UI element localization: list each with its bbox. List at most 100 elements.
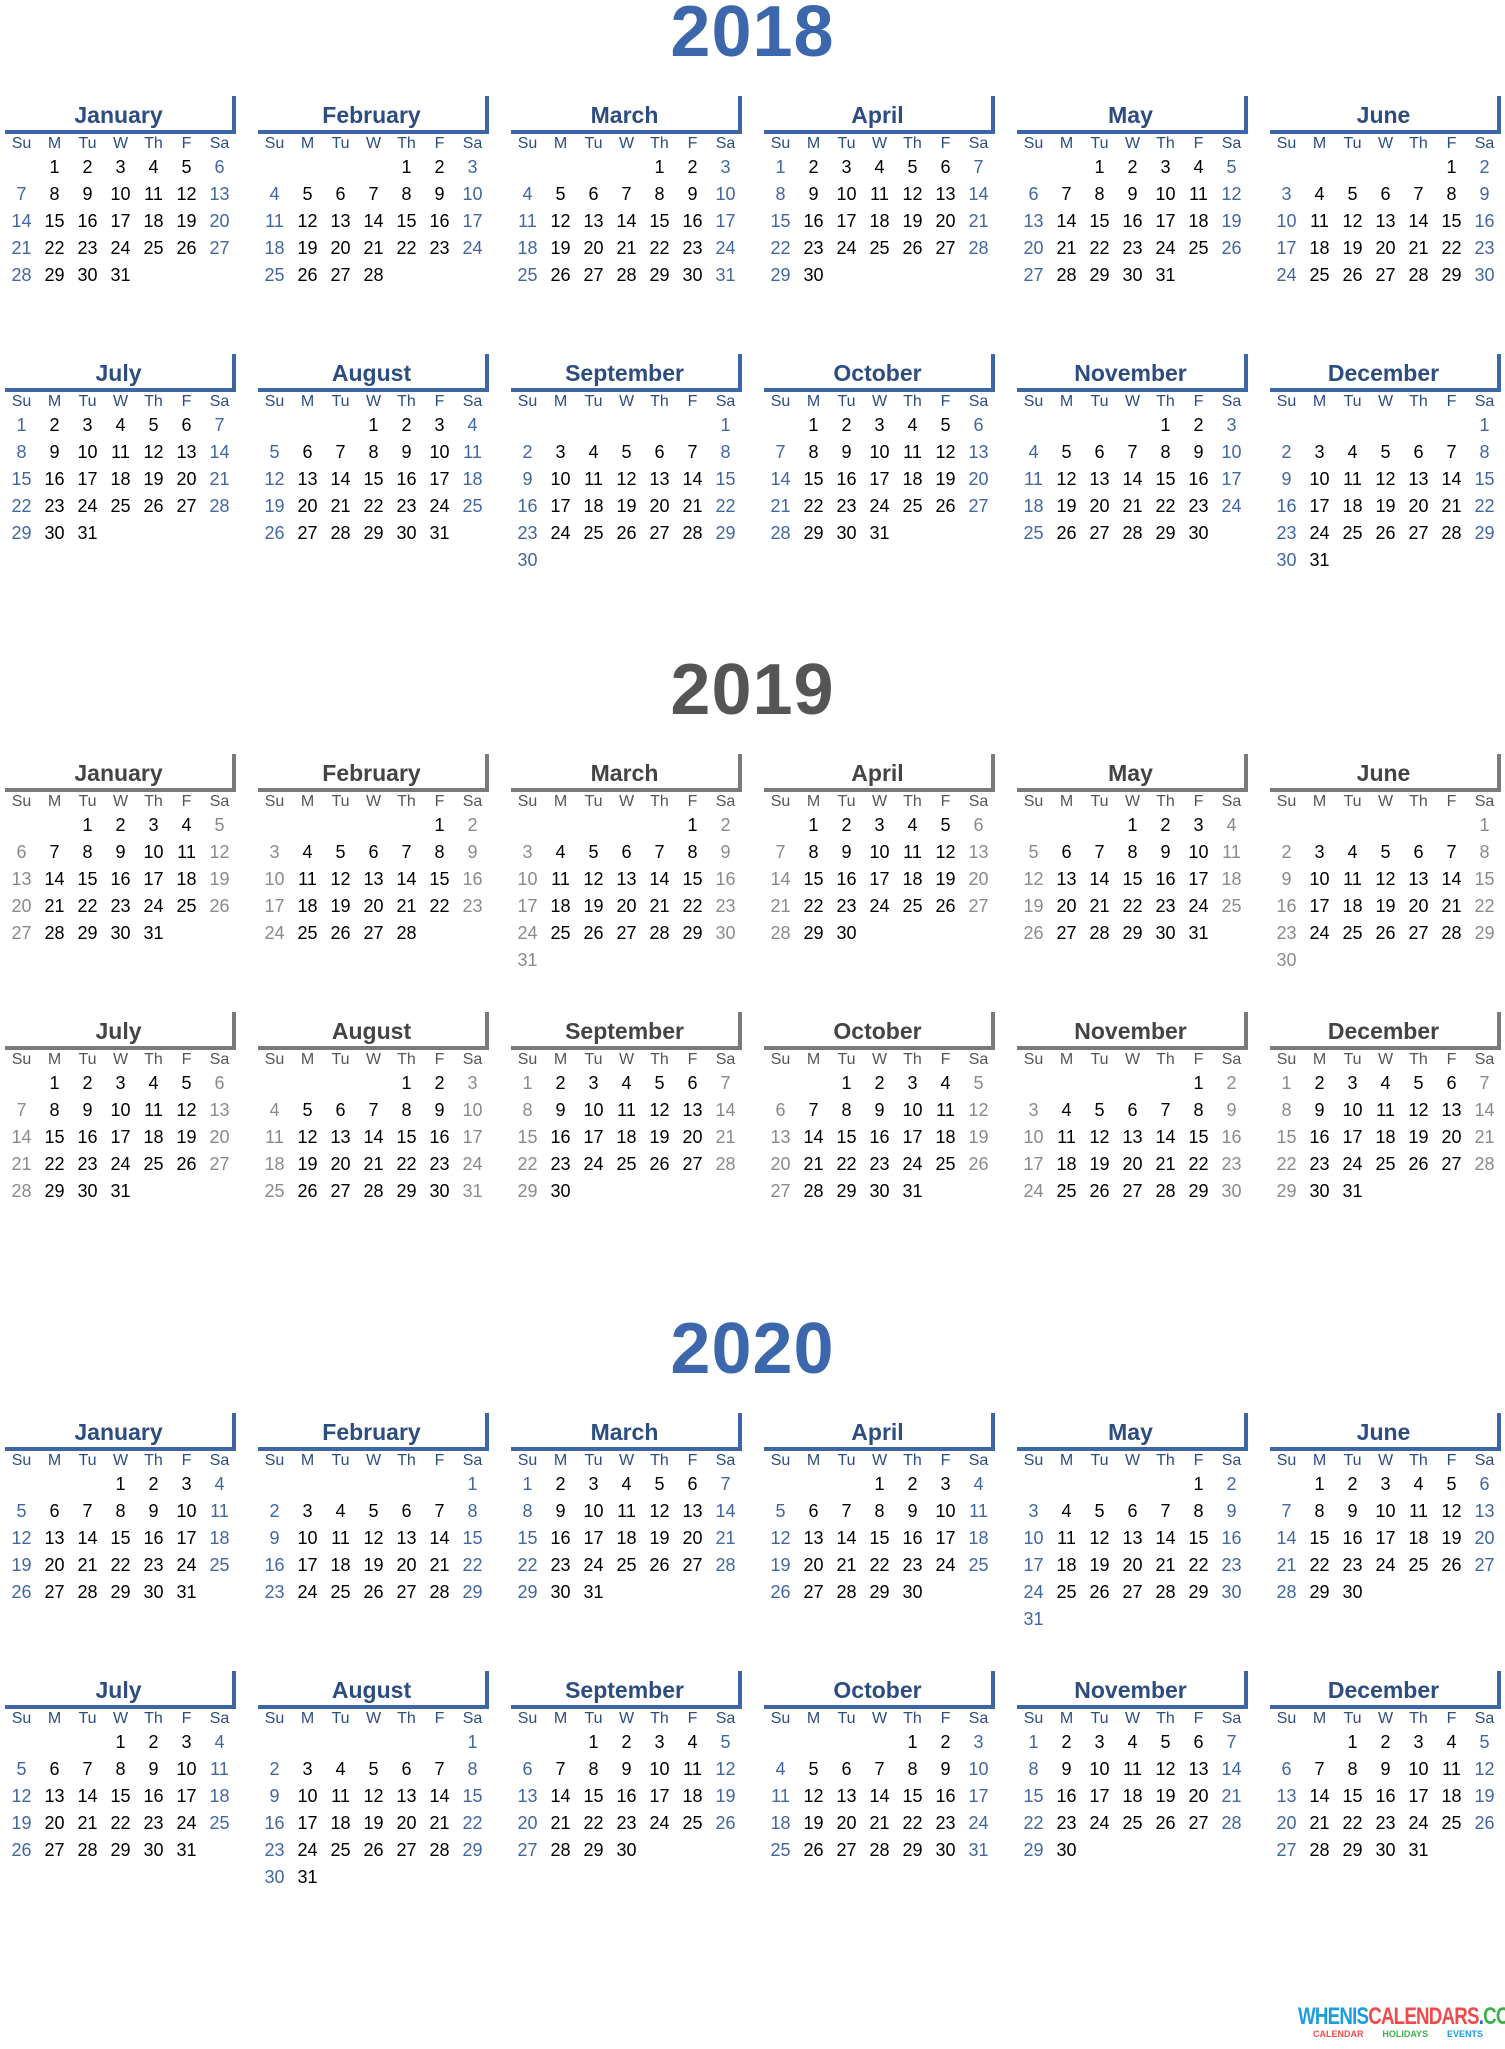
day-cell: 16 xyxy=(462,869,483,889)
weekday-label: F xyxy=(940,1051,951,1068)
day-cell: 7 xyxy=(720,1474,731,1494)
day-cell: 29 xyxy=(1342,1840,1363,1860)
day-cell: 11 xyxy=(1409,1501,1428,1521)
day-cell: 27 xyxy=(1408,923,1429,943)
empty-day-cell xyxy=(1369,1579,1402,1606)
day-cell: 11 xyxy=(210,1501,229,1521)
day-cell: 31 xyxy=(517,950,538,970)
day-cell: 6 xyxy=(973,415,984,435)
day-cell: 20 xyxy=(649,496,670,516)
day-cell: 9 xyxy=(115,842,126,862)
day-cell: 8 xyxy=(522,1501,533,1521)
day-cell: 5 xyxy=(1446,1474,1457,1494)
day-cell: 24 xyxy=(1023,1582,1044,1602)
month-header: February xyxy=(258,1413,489,1451)
empty-day-cell xyxy=(577,1178,610,1205)
day-cell: 4 xyxy=(1446,1732,1457,1752)
day-cell: 15 xyxy=(583,1786,604,1806)
day-cell: 4 xyxy=(214,1474,225,1494)
day-cell: 8 xyxy=(1160,442,1171,462)
month-header: January xyxy=(5,96,236,134)
weekday-label: Tu xyxy=(78,393,97,410)
empty-day-cell xyxy=(423,920,456,947)
month-name: November xyxy=(1074,360,1187,386)
day-cell: 4 xyxy=(1413,1474,1424,1494)
day-cell: 1 xyxy=(874,1474,885,1494)
day-cell: 18 xyxy=(1375,1127,1396,1147)
empty-day-cell xyxy=(1402,547,1435,574)
day-cell: 14 xyxy=(330,469,351,489)
weekday-label: Su xyxy=(264,1051,285,1068)
day-cell: 16 xyxy=(902,1528,923,1548)
day-cell: 19 xyxy=(715,1786,736,1806)
day-cell: 13 xyxy=(1056,869,1077,889)
empty-day-cell xyxy=(1050,1070,1083,1097)
day-cell: 15 xyxy=(715,469,736,489)
day-cell: 14 xyxy=(616,211,637,231)
day-cell: 31 xyxy=(1188,923,1209,943)
weekday-label: Sa xyxy=(1221,393,1242,410)
day-cell: 10 xyxy=(1155,184,1176,204)
day-cell: 6 xyxy=(401,1759,412,1779)
weekday-label: Su xyxy=(1276,135,1297,152)
day-cell: 26 xyxy=(1375,923,1396,943)
day-cell: 24 xyxy=(1342,1154,1363,1174)
day-cell: 26 xyxy=(363,1840,384,1860)
empty-day-cell xyxy=(511,154,544,181)
day-cell: 8 xyxy=(720,442,731,462)
logo-part-com: COM xyxy=(1483,2003,1505,2030)
day-cell: 28 xyxy=(1309,1840,1330,1860)
day-cell: 26 xyxy=(1089,1582,1110,1602)
empty-day-cell xyxy=(1270,154,1303,181)
day-cell: 26 xyxy=(935,896,956,916)
day-cell: 21 xyxy=(1056,238,1077,258)
day-cell: 29 xyxy=(803,923,824,943)
weekday-label: Th xyxy=(903,135,922,152)
day-cell: 10 xyxy=(77,442,98,462)
empty-day-cell xyxy=(1215,262,1248,289)
month-header: July xyxy=(5,1671,236,1709)
weekday-label: Sa xyxy=(1221,1452,1242,1469)
day-cell: 22 xyxy=(77,896,98,916)
weekday-label: Su xyxy=(264,393,285,410)
empty-day-cell xyxy=(1149,1070,1182,1097)
day-cell: 21 xyxy=(396,896,417,916)
day-cell: 30 xyxy=(1474,265,1495,285)
month-header: December xyxy=(1270,1671,1501,1709)
day-cell: 13 xyxy=(583,211,604,231)
day-cell: 4 xyxy=(1028,442,1039,462)
day-cell: 6 xyxy=(1446,1073,1457,1093)
weekday-label: Tu xyxy=(78,135,97,152)
day-cell: 15 xyxy=(77,869,98,889)
weekday-label: W xyxy=(365,1710,382,1727)
day-cell: 27 xyxy=(1089,523,1110,543)
empty-day-cell xyxy=(577,412,610,439)
day-cell: 8 xyxy=(49,184,60,204)
site-logo[interactable]: WHENISCALENDARS.COM CALENDAR HOLIDAYS EV… xyxy=(1298,2003,1505,2040)
weekday-label: Sa xyxy=(968,135,989,152)
day-cell: 28 xyxy=(330,523,351,543)
day-cell: 10 xyxy=(1188,842,1209,862)
weekday-label: Sa xyxy=(1221,135,1242,152)
day-cell: 28 xyxy=(770,523,791,543)
empty-day-cell xyxy=(1017,154,1050,181)
empty-day-cell xyxy=(324,1471,357,1498)
day-cell: 19 xyxy=(1155,1786,1176,1806)
day-cell: 26 xyxy=(1023,923,1044,943)
weekday-label: Tu xyxy=(331,393,350,410)
day-cell: 30 xyxy=(396,523,417,543)
